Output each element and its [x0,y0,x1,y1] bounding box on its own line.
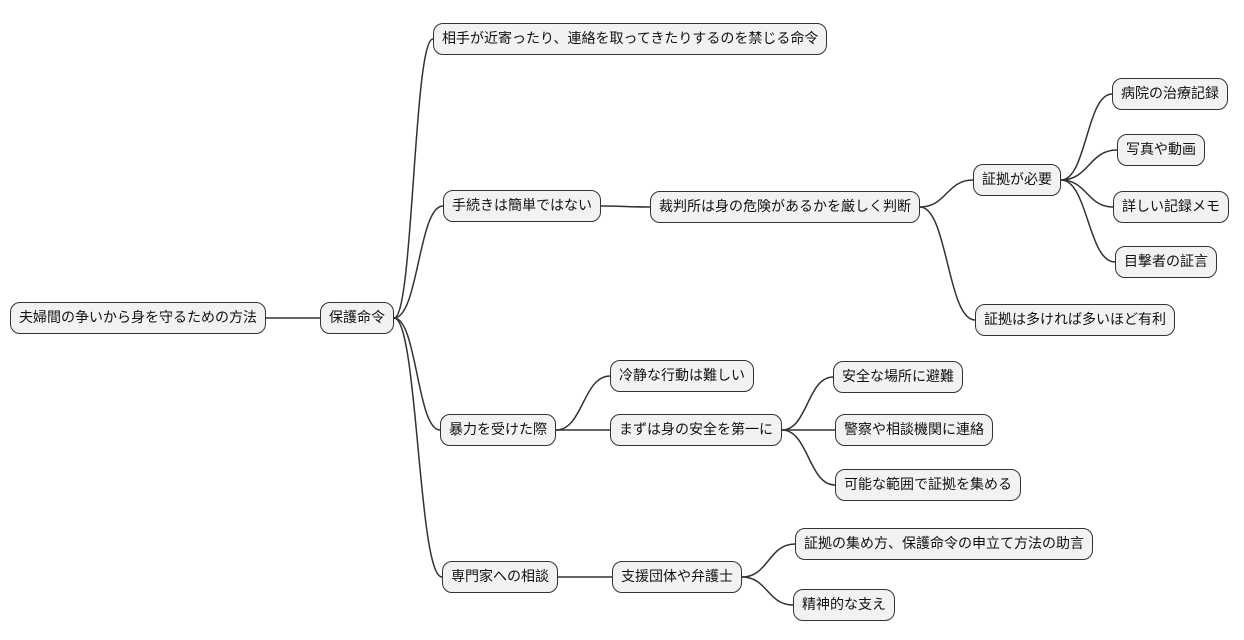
node-support-groups-lawyers: 支援団体や弁護士 [612,561,742,593]
node-detailed-memo: 詳しい記録メモ [1113,191,1229,223]
node-photos-videos: 写真や動画 [1117,134,1205,166]
node-evacuate-safe-place: 安全な場所に避難 [833,361,963,393]
node-no-approach-order: 相手が近寄ったり、連絡を取ってきたりするのを禁じる命令 [433,23,828,55]
node-root-topic: 夫婦間の争いから身を守るための方法 [10,302,266,334]
node-more-evidence-better: 証拠は多ければ多いほど有利 [975,304,1175,336]
node-advice-on-filing: 証拠の集め方、保護命令の申立て方法の助言 [795,528,1093,560]
node-consult-experts: 専門家への相談 [442,561,558,593]
node-protection-order: 保護命令 [320,302,394,334]
node-emotional-support: 精神的な支え [793,589,895,621]
node-calm-action-difficult: 冷静な行動は難しい [610,360,754,392]
node-when-abused: 暴力を受けた際 [440,414,556,446]
node-collect-evidence: 可能な範囲で証拠を集める [835,469,1021,501]
node-hospital-records: 病院の治療記録 [1112,78,1228,110]
node-court-strict-judgment: 裁判所は身の危険があるかを厳しく判断 [650,191,920,223]
node-safety-first: まずは身の安全を第一に [610,414,782,446]
node-witness-testimony: 目撃者の証言 [1115,246,1217,278]
node-contact-police: 警察や相談機関に連絡 [835,414,993,446]
node-procedure-not-easy: 手続きは簡単ではない [443,190,601,222]
node-evidence-needed: 証拠が必要 [973,164,1061,196]
